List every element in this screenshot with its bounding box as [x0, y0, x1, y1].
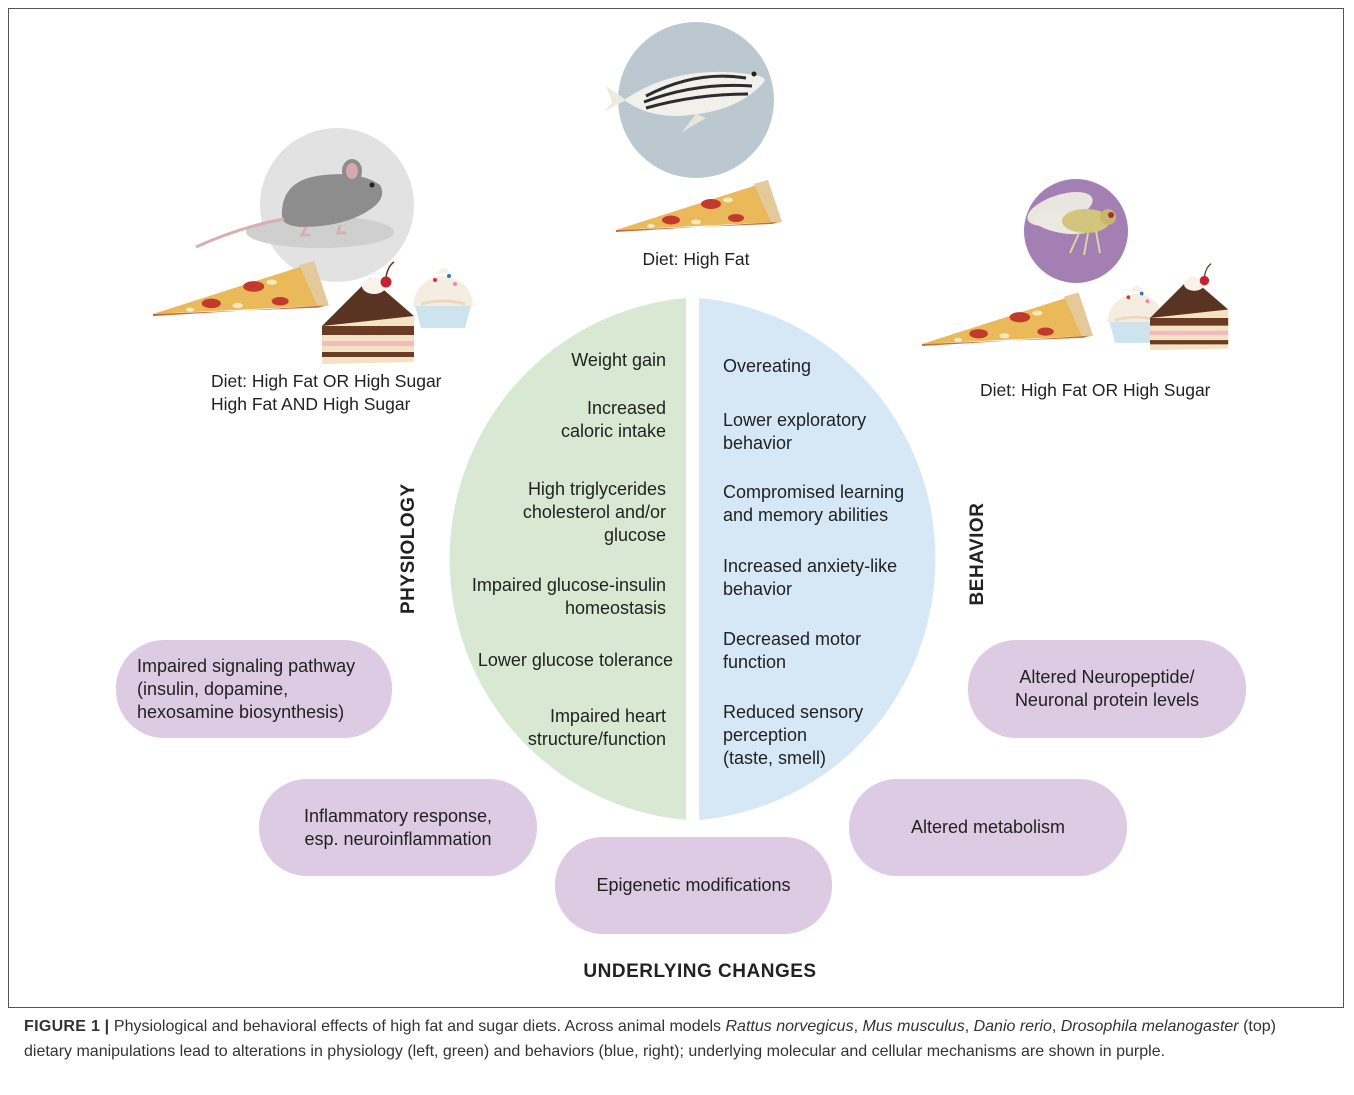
caption-species: Danio rerio [973, 1018, 1052, 1035]
pizza-icon-top [616, 180, 782, 232]
diet-label-zebrafish: Diet: High Fat [642, 249, 750, 269]
underlying-changes-label: UNDERLYING CHANGES [583, 961, 817, 982]
behavior-item: Decreased motor function [723, 629, 862, 672]
physiology-item: High triglycerides cholesterol and/or gl… [522, 479, 666, 545]
diet-label-rodent: Diet: High Fat OR High Sugar High Fat AN… [211, 371, 442, 414]
behavior-label: BEHAVIOR [967, 502, 988, 606]
caption-species: Mus musculus [862, 1018, 965, 1035]
behavior-item: Increased anxiety-like behavior [723, 556, 898, 599]
underlying-change-pill: Inflammatory response, esp. neuroinflamm… [259, 779, 537, 876]
mouse-icon [195, 159, 383, 249]
pizza-icon-left [153, 261, 329, 317]
behavior-half [699, 298, 936, 820]
underlying-change-text: Altered Neuropeptide/ Neuronal protein l… [1014, 667, 1200, 710]
caption-figure-label: FIGURE 1 [24, 1018, 101, 1035]
underlying-change-pill: Impaired signaling pathway (insulin, dop… [116, 640, 392, 738]
behavior-item: Reduced sensory perception (taste, smell… [723, 702, 864, 768]
caption-comma: , [964, 1018, 974, 1035]
underlying-change-pill: Altered metabolism [849, 779, 1127, 876]
physiology-item: Impaired heart structure/function [527, 706, 666, 749]
behavior-item: Overeating [723, 356, 812, 376]
underlying-change-text: Epigenetic modifications [596, 875, 791, 895]
behavior-item: Compromised learning and memory abilitie… [723, 482, 905, 525]
behavior-item: Lower exploratory behavior [723, 410, 867, 453]
caption-text: (top) dietary manipulations lead to alte… [24, 1018, 1276, 1060]
underlying-change-text: Impaired signaling pathway (insulin, dop… [137, 655, 356, 722]
caption-species: Rattus norvegicus [725, 1018, 854, 1035]
physiology-item: Lower glucose tolerance [477, 650, 673, 670]
caption-comma: , [853, 1018, 863, 1035]
fly-icon [1027, 192, 1116, 256]
physiology-item: Weight gain [571, 350, 666, 370]
caption-text: Physiological and behavioral effects of … [113, 1018, 726, 1035]
physiology-item: Increased caloric intake [560, 398, 666, 441]
figure-caption: FIGURE 1 | Physiological and behavioral … [24, 1014, 1324, 1064]
pizza-icon-right [922, 292, 1093, 347]
diet-label-fly: Diet: High Fat OR High Sugar [980, 380, 1211, 400]
physiology-item: Impaired glucose-insulin homeostasis [471, 575, 666, 618]
underlying-change-text: Altered metabolism [910, 817, 1066, 837]
caption-species: Drosophila melanogaster [1060, 1018, 1239, 1035]
underlying-change-pill: Epigenetic modifications [555, 837, 832, 934]
caption-comma: , [1051, 1018, 1061, 1035]
underlying-change-pill: Altered Neuropeptide/ Neuronal protein l… [968, 640, 1246, 738]
physiology-label: PHYSIOLOGY [398, 483, 419, 614]
underlying-change-text: Inflammatory response, esp. neuroinflamm… [303, 805, 493, 849]
cake-icon-right [1149, 262, 1229, 351]
physiology-half [449, 298, 686, 820]
caption-separator: | [104, 1018, 110, 1035]
figure-frame [8, 8, 1344, 1008]
zebrafish-icon [604, 71, 765, 132]
cupcake-icon-left [411, 266, 475, 330]
